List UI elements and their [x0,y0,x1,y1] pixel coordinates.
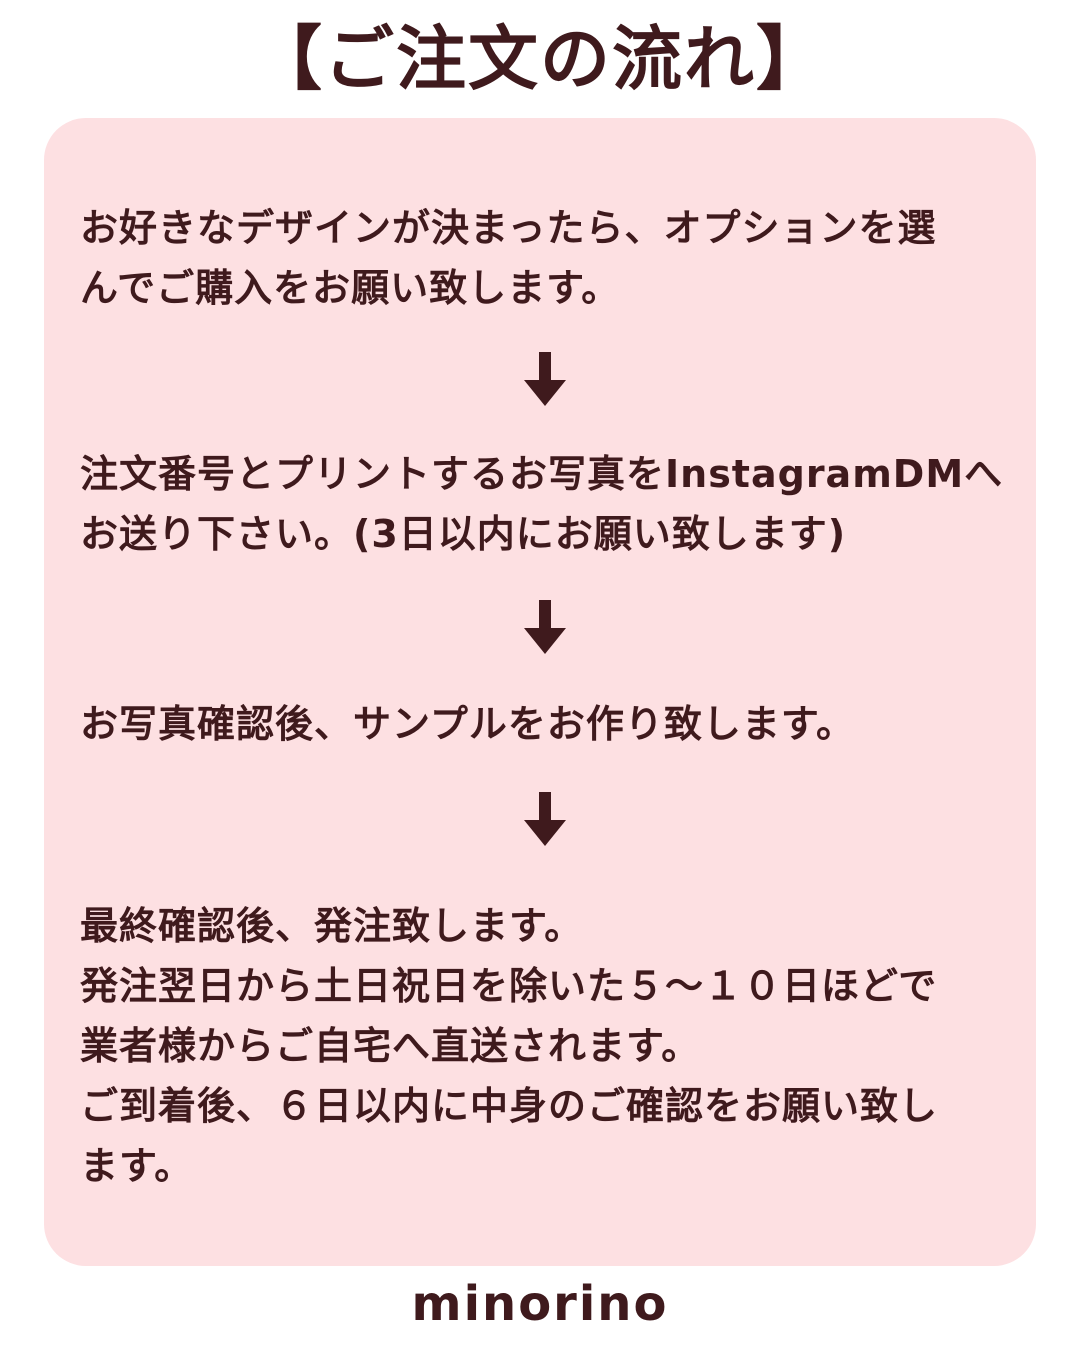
arrow-down-icon [522,792,568,848]
order-flow-card [44,118,1036,1266]
step-4-line-5: ます。 [80,1144,194,1188]
step-2-line-1: 注文番号とプリントするお写真をInstagramDMへ [80,452,1004,496]
step-2-line-2: お送り下さい。(3日以内にお願い致します) [80,512,847,556]
step-1-line-2: んでご購入をお願い致します。 [80,266,621,310]
arrow-down-icon [522,600,568,656]
step-4-line-3: 業者様からご自宅へ直送されます。 [80,1024,701,1068]
brand-footer: minorino [411,1276,669,1332]
step-1-text: お好きなデザインが決まったら、オプションを選 んでご購入をお願い致します。 [80,198,1030,318]
arrow-down-icon [522,352,568,408]
page-title: 【ご注文の流れ】 [252,18,828,100]
step-1-line-1: お好きなデザインが決まったら、オプションを選 [80,206,937,250]
step-3-line-1: お写真確認後、サンプルをお作り致します。 [80,702,856,746]
step-3-text: お写真確認後、サンプルをお作り致します。 [80,694,1030,754]
step-4-line-4: ご到着後、６日以内に中身のご確認をお願い致し [80,1084,939,1128]
step-4-line-2: 発注翌日から土日祝日を除いた５〜１０日ほどで [80,964,938,1008]
step-4-text: 最終確認後、発注致します。 発注翌日から土日祝日を除いた５〜１０日ほどで 業者様… [80,896,1030,1196]
step-2-text: 注文番号とプリントするお写真をInstagramDMへ お送り下さい。(3日以内… [80,444,1030,564]
step-4-line-1: 最終確認後、発注致します。 [80,904,584,948]
